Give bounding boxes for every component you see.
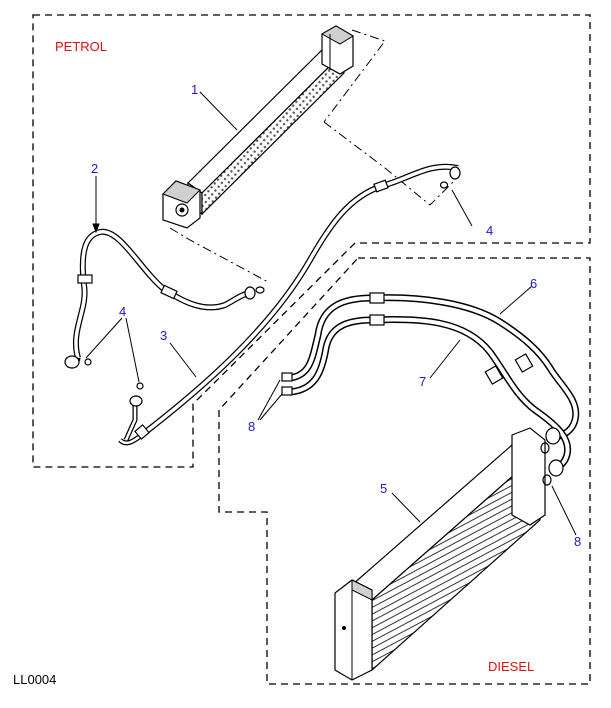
callout-1: 1: [191, 82, 198, 97]
callout-6: 6: [530, 276, 537, 291]
callout-3: 3: [160, 328, 167, 343]
callout-4-petrol-left: 4: [119, 304, 126, 319]
petrol-return-pipe: [118, 163, 461, 446]
callout-5: 5: [380, 481, 387, 496]
callout-8-left: 8: [248, 419, 255, 434]
callout-2: 2: [91, 161, 98, 176]
callout-8-right: 8: [574, 534, 581, 549]
callout-leader-lines: [85, 91, 577, 536]
diesel-section-label: DIESEL: [488, 659, 534, 674]
assembly-guide-lines-petrol: [169, 29, 459, 283]
petrol-oil-cooler: [162, 25, 354, 229]
diesel-cooler-hoses: [281, 292, 580, 477]
petrol-feed-pipe: [64, 228, 256, 369]
petrol-section-label: PETROL: [55, 39, 107, 54]
diesel-boundary: [218, 257, 591, 685]
o-rings-diesel: [540, 442, 552, 486]
diagram-reference-code: LL0004: [13, 672, 56, 687]
callout-7: 7: [419, 374, 426, 389]
callout-4-petrol-right: 4: [486, 223, 493, 238]
o-rings-petrol: [84, 181, 449, 390]
petrol-boundary: [32, 14, 591, 468]
diesel-oil-cooler: [334, 427, 546, 681]
